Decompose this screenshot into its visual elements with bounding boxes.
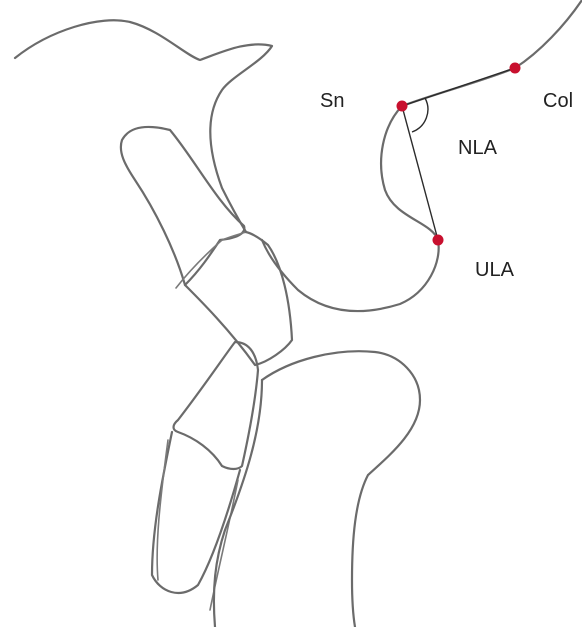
sn-ula-line [402, 106, 438, 240]
upper-incisor-crown [121, 127, 245, 285]
lower-lip-outline [262, 351, 420, 627]
ula-label: ULA [475, 260, 514, 280]
upper-incisor-root [185, 232, 292, 365]
nla-label: NLA [458, 138, 497, 158]
soft-tissue-profile-outline [262, 0, 582, 311]
lower-incisor-crown [174, 342, 259, 469]
col-label: Col [543, 91, 573, 111]
sn-point [397, 101, 408, 112]
col-point [510, 63, 521, 74]
lower-lip-inner [214, 380, 262, 627]
nasolabial-angle-arc [412, 98, 428, 132]
sn-label: Sn [320, 91, 344, 111]
sn-col-line [402, 68, 515, 106]
ula-point [433, 235, 444, 246]
upper-incisor-cej [176, 232, 246, 288]
